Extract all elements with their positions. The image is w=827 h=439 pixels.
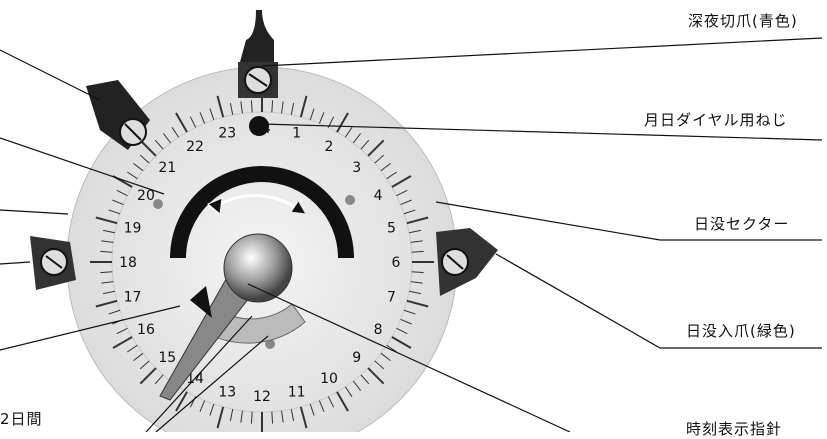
dial-number: 9 bbox=[352, 350, 361, 366]
center-knob bbox=[224, 234, 292, 302]
leader-left-2 bbox=[0, 262, 30, 264]
leader-top-left-1 bbox=[0, 50, 100, 100]
dial-number: 6 bbox=[392, 255, 401, 271]
dial-number: 22 bbox=[186, 139, 204, 155]
label-sunset-sector: 日没セクター bbox=[694, 213, 789, 234]
dial-number: 21 bbox=[158, 160, 176, 176]
leader-left-1 bbox=[0, 210, 68, 214]
label-time-pointer: 時刻表示指針 bbox=[686, 418, 782, 439]
dial-number: 8 bbox=[374, 322, 383, 338]
dial-number: 13 bbox=[218, 384, 236, 400]
dial-number: 10 bbox=[320, 371, 338, 387]
upper-left-claw bbox=[86, 80, 150, 150]
dial-number: 12 bbox=[253, 389, 271, 405]
dial-number: 5 bbox=[387, 220, 396, 236]
dial-number: 23 bbox=[218, 126, 236, 142]
dial-number: 1 bbox=[292, 126, 301, 142]
dial-number: 19 bbox=[124, 220, 142, 236]
label-deep-night-claw: 深夜切爪(青色) bbox=[688, 10, 798, 31]
dial-number: 7 bbox=[387, 290, 396, 306]
sunset-claw bbox=[436, 228, 498, 296]
label-two-days: 2日間 bbox=[0, 408, 43, 429]
dial-number: 16 bbox=[137, 322, 155, 338]
date-dial-screw-icon bbox=[249, 116, 269, 136]
dial-number: 4 bbox=[374, 188, 383, 204]
small-screw-icon bbox=[345, 195, 355, 205]
dial-number: 15 bbox=[158, 350, 176, 366]
dial-number: 2 bbox=[325, 139, 334, 155]
leader-deep-night-claw bbox=[262, 38, 822, 66]
small-screw-icon bbox=[153, 199, 163, 209]
deep-night-claw bbox=[238, 10, 278, 98]
label-sunset-claw: 日没入爪(緑色) bbox=[686, 320, 796, 341]
dial-number: 3 bbox=[352, 160, 361, 176]
dial-number: 11 bbox=[288, 384, 306, 400]
label-date-dial-screw: 月日ダイヤル用ねじ bbox=[644, 109, 788, 130]
dial-number: 17 bbox=[124, 290, 142, 306]
dial-number: 18 bbox=[119, 255, 137, 271]
